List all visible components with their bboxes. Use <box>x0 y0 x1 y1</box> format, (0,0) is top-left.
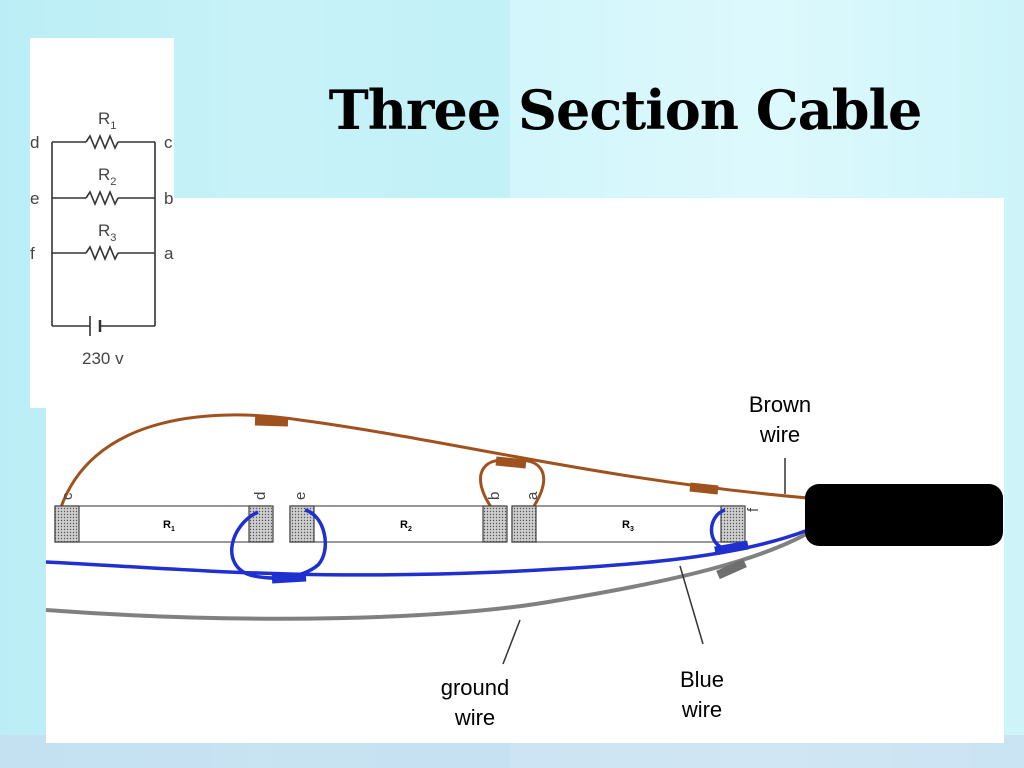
terminal-a <box>511 505 537 543</box>
slide-title: Three Section Cable <box>328 78 923 142</box>
schematic-r3-label: R3 <box>98 221 116 244</box>
cable-terminal-e-label: e <box>292 492 309 500</box>
brown-wire-label: Brown wire <box>730 390 830 450</box>
brown-wire <box>58 413 809 511</box>
cable-terminal-f-label: f <box>745 507 762 512</box>
cable-diagram-panel <box>46 198 1004 743</box>
section-r3 <box>511 505 743 543</box>
blue-wire-sleeve-2 <box>714 540 749 556</box>
blue-wire-leader <box>679 565 704 645</box>
schematic-terminal-f: f <box>30 244 35 263</box>
terminal-b <box>482 505 508 543</box>
section-r2-label: R2 <box>400 519 412 533</box>
ground-wire-sleeve <box>716 558 747 580</box>
blue-wire-label-line1: Blue <box>679 667 725 692</box>
terminal-c <box>54 505 80 543</box>
ground-wire-label-line2: wire <box>454 705 496 730</box>
brown-wire-label-line2: wire <box>759 422 801 447</box>
section-r1-label: R1 <box>163 519 175 533</box>
blue-wire <box>45 528 809 577</box>
cable-terminal-a-label: a <box>524 491 541 500</box>
brown-wire-sleeve-3 <box>689 482 719 495</box>
schematic-supply-label: 230 v <box>82 349 124 368</box>
schematic-resistor-r3 <box>52 244 155 262</box>
cable-terminal-c-label: c <box>59 492 76 500</box>
schematic-terminal-c: c <box>164 133 173 152</box>
terminal-d <box>248 505 274 543</box>
schematic-resistor-r1 <box>52 133 155 151</box>
ground-wire-leader <box>502 619 521 665</box>
cable-terminal-d-label: d <box>252 492 269 500</box>
ground-wire-label: ground wire <box>420 673 530 733</box>
section-r3-label: R3 <box>622 519 634 533</box>
schematic-resistor-r2 <box>52 189 155 207</box>
blue-wire-sleeve-1 <box>271 572 307 584</box>
blue-wire-label: Blue wire <box>652 665 752 725</box>
ground-wire-label-line1: ground <box>440 675 510 700</box>
schematic-panel <box>30 38 174 408</box>
cable-connector <box>805 484 1003 546</box>
schematic-r2-label: R2 <box>98 165 116 188</box>
cable-terminal-b-label: b <box>486 492 503 500</box>
brown-wire-label-line1: Brown <box>748 392 812 417</box>
schematic-terminal-e: e <box>30 189 39 208</box>
schematic-terminal-a: a <box>164 244 174 263</box>
brown-wire-sleeve-2 <box>495 456 527 469</box>
brown-wire-sleeve-1 <box>254 416 289 427</box>
schematic-battery <box>52 316 155 336</box>
schematic-terminal-d: d <box>30 133 39 152</box>
brown-wire-loop <box>479 458 546 513</box>
schematic-r1-label: R1 <box>98 109 116 132</box>
schematic-terminal-b: b <box>164 189 173 208</box>
blue-wire-label-line2: wire <box>681 697 723 722</box>
terminal-f <box>720 505 746 543</box>
